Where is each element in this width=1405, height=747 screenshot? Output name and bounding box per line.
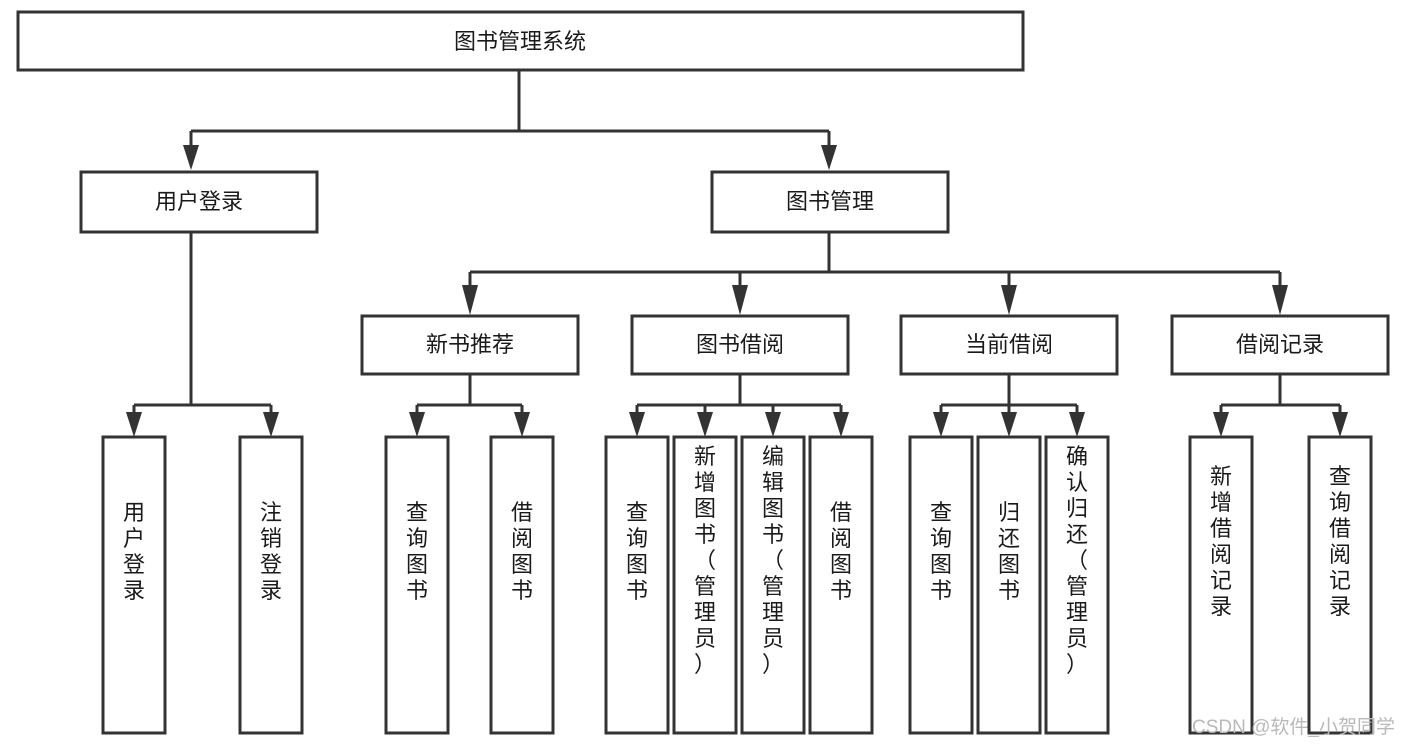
node-new-book-recommend-box[interactable] [360,314,580,376]
node-leaf-query-book-2-label: 查询图书 [626,500,648,603]
node-leaf-query-record[interactable]: 查询借阅记录 [1307,435,1373,735]
node-leaf-borrow-book-1-box[interactable] [489,435,555,735]
arrowhead-leaf-query-book-3 [933,412,949,437]
node-current-borrow-box[interactable] [899,314,1119,376]
arrowhead-leaf-query-record [1332,412,1348,437]
node-leaf-borrow-book-2-box[interactable] [808,435,874,735]
node-leaf-edit-book[interactable]: 编辑图书（管理员） [740,435,806,735]
node-borrow-record-label: 借阅记录 [1236,332,1324,357]
node-user-login-box[interactable] [79,170,319,234]
node-leaf-confirm-return-box[interactable] [1044,435,1110,735]
arrowhead-current-borrow [1001,285,1017,315]
arrowhead-leaf-add-book [697,412,713,437]
node-root-label: 图书管理系统 [454,29,586,54]
arrowhead-leaf-borrow-book-1 [514,412,530,437]
node-leaf-return-book-label: 归还图书 [998,500,1020,603]
arrowhead-leaf-borrow-book-2 [833,412,849,437]
node-leaf-add-book[interactable]: 新增图书（管理员） [672,435,738,735]
node-root-box[interactable] [16,10,1025,72]
node-book-manage[interactable]: 图书管理 [710,170,950,234]
node-leaf-add-record-box[interactable] [1188,435,1254,735]
arrowhead-book-manage [821,145,837,170]
node-book-manage-box[interactable] [710,170,950,234]
node-leaf-return-book[interactable]: 归还图书 [976,435,1042,735]
arrowhead-leaf-confirm-return [1069,412,1085,437]
node-user-login[interactable]: 用户登录 [79,170,319,234]
node-leaf-borrow-book-2[interactable]: 借阅图书 [808,435,874,735]
node-current-borrow[interactable]: 当前借阅 [899,314,1119,376]
arrowhead-new-book-recommend [462,285,478,315]
node-book-borrow[interactable]: 图书借阅 [630,314,850,376]
arrowhead-leaf-return-book [1001,412,1017,437]
node-leaf-add-record[interactable]: 新增借阅记录 [1188,435,1254,735]
arrowhead-leaf-edit-book [765,412,781,437]
node-leaf-user-login[interactable]: 用户登录 [101,435,167,735]
arrowhead-borrow-record [1272,285,1288,315]
node-book-borrow-box[interactable] [630,314,850,376]
node-leaf-borrow-book-2-label: 借阅图书 [830,500,852,603]
node-leaf-query-record-box[interactable] [1307,435,1373,735]
node-leaf-add-record-label: 新增借阅记录 [1210,464,1232,619]
node-leaf-query-book-3[interactable]: 查询图书 [908,435,974,735]
node-leaf-return-book-box[interactable] [976,435,1042,735]
node-leaf-borrow-book-1-label: 借阅图书 [511,500,533,603]
node-borrow-record[interactable]: 借阅记录 [1170,314,1390,376]
node-leaf-user-logout-box[interactable] [238,435,304,735]
arrowhead-book-borrow [732,285,748,315]
node-current-borrow-label: 当前借阅 [965,332,1053,357]
node-leaf-confirm-return[interactable]: 确认归还（管理员） [1044,435,1110,735]
node-book-borrow-label: 图书借阅 [696,332,784,357]
node-leaf-query-book-2[interactable]: 查询图书 [604,435,670,735]
arrowhead-leaf-query-book-2 [629,412,645,437]
node-new-book-recommend-label: 新书推荐 [426,332,514,357]
node-leaf-user-login-box[interactable] [101,435,167,735]
connector-layer [126,70,1348,437]
node-leaf-user-login-label: 用户登录 [123,500,145,603]
node-leaf-edit-book-box[interactable] [740,435,806,735]
node-leaf-edit-book-label: 编辑图书（管理员） [762,444,784,677]
node-leaf-query-book-3-label: 查询图书 [930,500,952,603]
arrowhead-leaf-user-logout [263,412,279,437]
node-user-login-label: 用户登录 [155,189,243,214]
node-leaf-add-book-box[interactable] [672,435,738,735]
node-new-book-recommend[interactable]: 新书推荐 [360,314,580,376]
arrowhead-leaf-user-login [126,412,142,437]
node-leaf-user-logout-label: 注销登录 [260,500,282,603]
node-book-manage-label: 图书管理 [786,189,874,214]
node-borrow-record-box[interactable] [1170,314,1390,376]
node-leaf-user-logout[interactable]: 注销登录 [238,435,304,735]
node-leaf-query-book-1-box[interactable] [384,435,450,735]
arrowhead-leaf-query-book-1 [409,412,425,437]
node-root[interactable]: 图书管理系统 [16,10,1025,72]
node-leaf-query-book-1[interactable]: 查询图书 [384,435,450,735]
node-leaf-add-book-label: 新增图书（管理员） [694,444,716,677]
node-leaf-query-book-3-box[interactable] [908,435,974,735]
node-leaf-query-record-label: 查询借阅记录 [1329,464,1351,619]
arrowhead-leaf-add-record [1213,412,1229,437]
csdn-watermark: CSDN @软件_小贺同学 [1192,716,1395,738]
arrowhead-user-login [183,145,199,170]
node-leaf-confirm-return-label: 确认归还（管理员） [1066,444,1088,677]
node-leaf-query-book-2-box[interactable] [604,435,670,735]
node-leaf-query-book-1-label: 查询图书 [406,500,428,603]
node-leaf-borrow-book-1[interactable]: 借阅图书 [489,435,555,735]
